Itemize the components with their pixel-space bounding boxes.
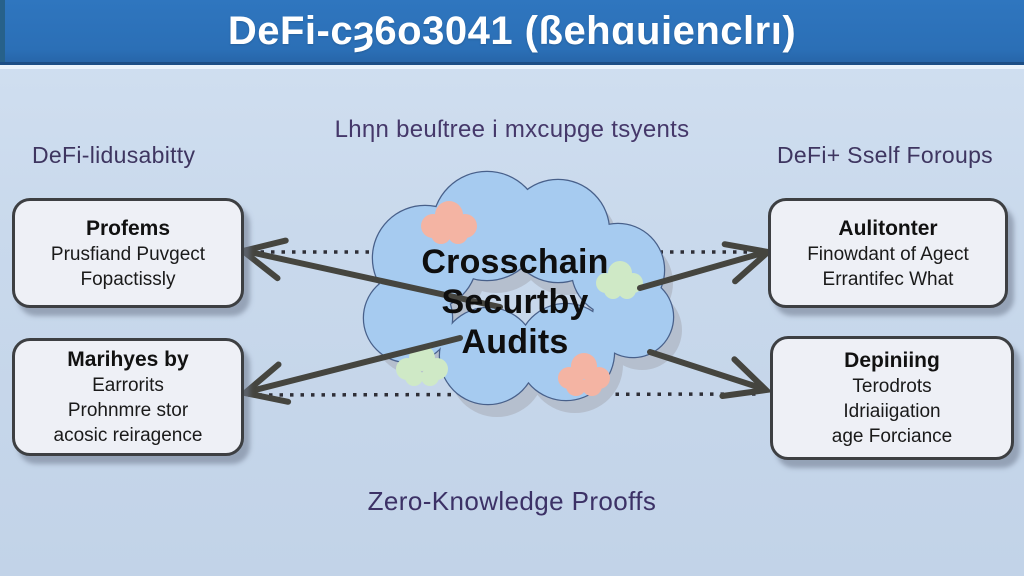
diagram-subtitle: Lhƞn beuſtree i mxcupge tsyents: [334, 116, 690, 143]
callout-box-top-right: Aulitonter Finowdant of Agect Errantifec…: [768, 198, 1008, 308]
cloud-title-line1: Crosschain: [421, 243, 609, 281]
footer-caption: Zero-Knowledge Prooffs: [367, 486, 657, 516]
box-line: Earrorits: [92, 375, 164, 396]
right-column-label: DeFi+ Sself Foroups: [777, 142, 993, 168]
cloud-title-line3: Audits: [461, 323, 569, 361]
callout-box-bottom-right: Depiniing Terodrots Idriaiigation age Fo…: [770, 336, 1014, 460]
callout-box-top-left: Profems Prusfiand Puvgect Fopactissly: [12, 198, 244, 308]
box-line: Errantifec What: [822, 268, 954, 290]
box-title: Depiniing: [844, 349, 940, 372]
mini-cloud-icon-salmon-bottom: [558, 353, 610, 396]
cloud-title-line2: Securtby: [441, 283, 589, 321]
box-line: Terodrots: [852, 376, 932, 397]
box-line: Prohnmre stor: [67, 400, 189, 421]
banner-underline: [0, 65, 1024, 69]
arrow-to-bottom-right-box: [647, 349, 773, 399]
box-line: Idriaiigation: [843, 401, 941, 422]
box-line: acosic reiragence: [53, 425, 203, 446]
box-line: Finowdant of Agect: [807, 243, 969, 265]
left-column-label: DeFi-lidusabitty: [32, 142, 196, 168]
box-title: Aulitonter: [838, 216, 938, 240]
title-banner: DeFi-ϲȝ6o3041 (ßehɑuienclrı): [0, 0, 1024, 65]
callout-box-bottom-left: Marihyes by Earrorits Prohnmre stor acos…: [12, 338, 244, 456]
box-title: Profems: [85, 216, 171, 240]
arrow-to-bottom-left-box: [238, 335, 463, 405]
mini-cloud-icon-salmon-top: [421, 201, 477, 244]
mini-cloud-icon-green-bottom-left: [396, 345, 448, 386]
box-line: Prusfiand Puvgect: [50, 243, 206, 265]
box-title: Marihyes by: [67, 348, 189, 371]
cloud-title: Crosschain Securtby Audits: [365, 242, 665, 362]
box-line: Fopactissly: [80, 268, 176, 290]
box-line: age Forciance: [831, 426, 953, 447]
dotted-line-bottom: [247, 392, 763, 397]
page-title: DeFi-ϲȝ6o3041 (ßehɑuienclrı): [227, 8, 797, 53]
banner-left-edge: [0, 0, 5, 62]
mini-cloud-icon-green-right: [596, 261, 643, 299]
